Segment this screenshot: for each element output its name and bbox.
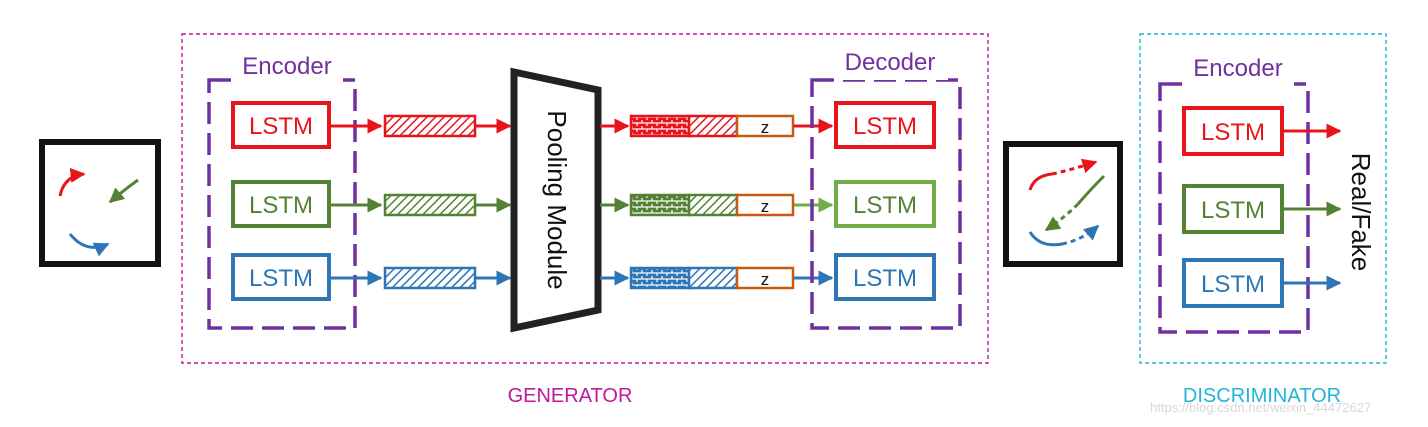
encoder-lstm-label: LSTM xyxy=(249,192,313,219)
hidden-state-red xyxy=(383,114,477,138)
noise-z-label: z xyxy=(761,197,770,216)
encoder-lstm-green: LSTM xyxy=(231,180,331,228)
noise-z-label: z xyxy=(761,270,770,289)
discriminator-encoder-title: Encoder xyxy=(1193,55,1282,82)
decoder-title-bg xyxy=(834,46,948,80)
decoder-lstm-label: LSTM xyxy=(853,265,917,292)
encoder-lstm-red: LSTM xyxy=(231,101,331,149)
discriminator-title: DISCRIMINATOR xyxy=(1183,385,1341,407)
encoder-lstm-blue: LSTM xyxy=(231,253,331,301)
disc-lstm-red: LSTM xyxy=(1182,106,1284,156)
real-fake-label: Real/Fake xyxy=(1346,153,1376,272)
pooling-module-label: Pooling Module xyxy=(542,110,572,289)
blue-predicted-icon xyxy=(1061,224,1100,246)
encoder-lstm-label: LSTM xyxy=(249,113,313,140)
disc-encoder-title-bg xyxy=(1182,50,1294,86)
decoder-input-red: z xyxy=(629,114,795,138)
encoder-lstm-label: LSTM xyxy=(249,265,313,292)
green-predicted-icon xyxy=(1044,202,1080,232)
generator-frame xyxy=(181,33,989,364)
decoder-lstm-label: LSTM xyxy=(853,192,917,219)
disc-lstm-label: LSTM xyxy=(1201,119,1265,146)
disc-lstm-blue: LSTM xyxy=(1182,258,1284,308)
noise-z-box xyxy=(735,266,795,290)
decoder-input-green: z xyxy=(629,193,795,217)
pooling-module xyxy=(510,67,602,333)
decoder-lstm-blue: LSTM xyxy=(834,253,936,301)
decoder-lstm-red: LSTM xyxy=(834,101,936,149)
generator-title: GENERATOR xyxy=(508,385,633,407)
decoder-lstm-label: LSTM xyxy=(853,113,917,140)
red-predicted-icon xyxy=(1051,158,1098,176)
blue-trajectory-icon xyxy=(68,233,110,257)
generator-encoder-title: Encoder xyxy=(242,53,331,80)
disc-lstm-label: LSTM xyxy=(1201,197,1265,224)
noise-z-box xyxy=(735,114,795,138)
noise-z-label: z xyxy=(761,118,770,137)
discriminator-frame xyxy=(1139,33,1387,364)
red-trajectory-icon xyxy=(58,167,86,197)
disc-lstm-green: LSTM xyxy=(1182,184,1284,234)
watermark: https://blog.csdn.net/weixin_44472627 xyxy=(1150,400,1372,415)
encoder-title-bg xyxy=(231,50,343,84)
disc-lstm-label: LSTM xyxy=(1201,271,1265,298)
red-observed-icon xyxy=(1028,172,1053,191)
predicted-trajectories-box xyxy=(1003,141,1123,267)
blue-observed-icon xyxy=(1028,231,1063,247)
decoder-lstm-green: LSTM xyxy=(834,180,936,228)
generator-decoder-title: Decoder xyxy=(845,49,936,76)
hidden-state-green xyxy=(383,193,477,217)
decoder-input-blue: z xyxy=(629,266,795,290)
green-trajectory-icon xyxy=(108,178,139,204)
green-observed-icon xyxy=(1076,174,1106,205)
noise-z-box xyxy=(735,193,795,217)
input-trajectories-box xyxy=(39,139,161,267)
hidden-state-blue xyxy=(383,266,477,290)
